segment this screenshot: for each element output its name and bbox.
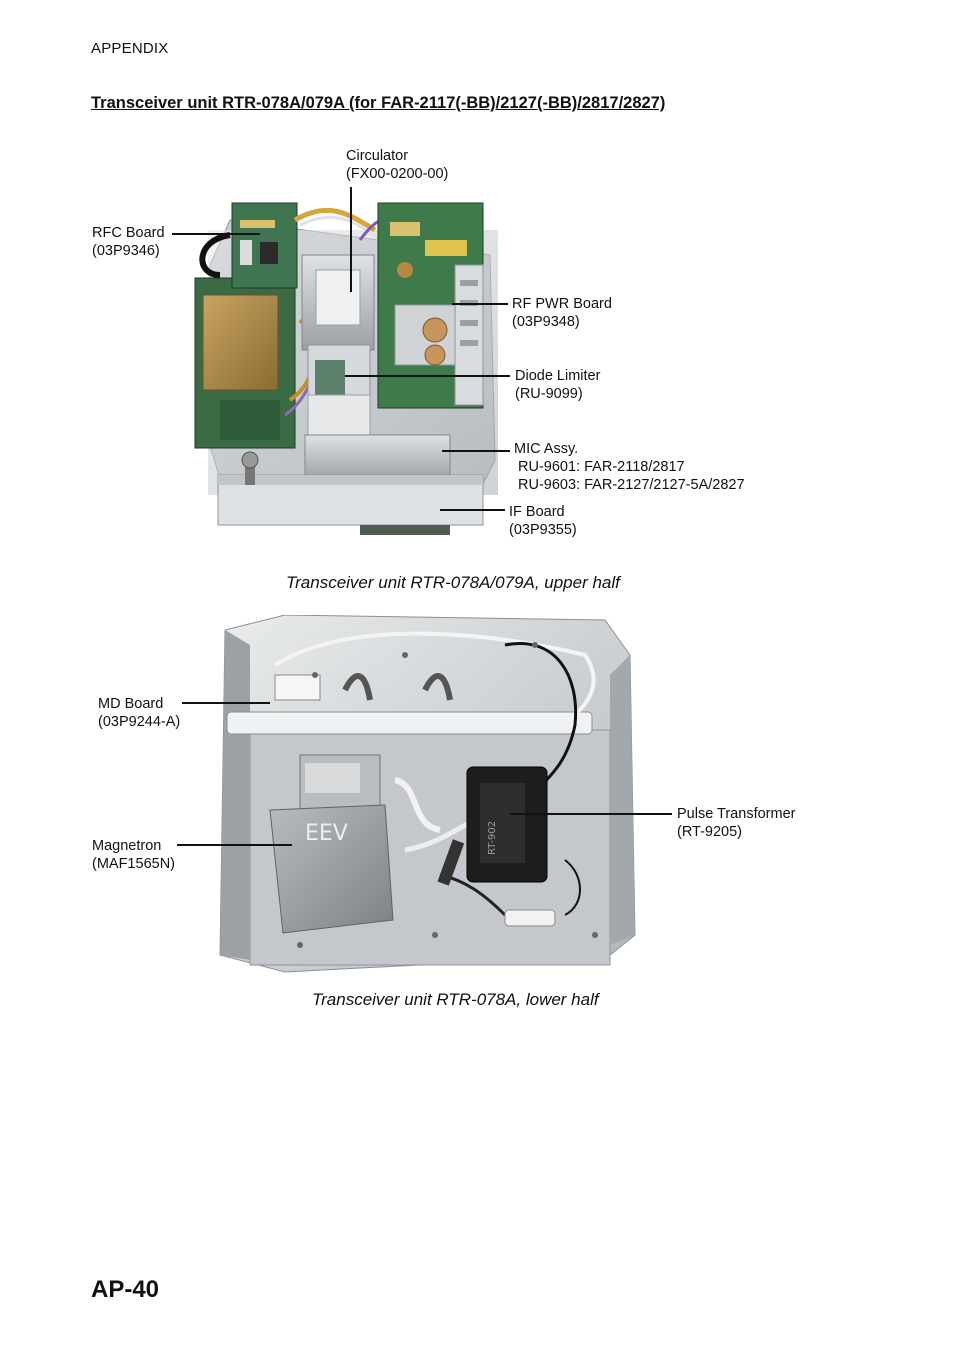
upper-caption: Transceiver unit RTR-078A/079A, upper ha… — [286, 573, 620, 592]
if-board-label: IF Board (03P9355) — [509, 504, 577, 538]
md-board-leader — [182, 702, 270, 704]
section-header: APPENDIX — [91, 40, 169, 57]
diode-limiter-label: Diode Limiter (RU-9099) — [515, 368, 601, 402]
rfc-board-leader — [172, 233, 260, 235]
circulator-label: Circulator (FX00-0200-00) — [346, 148, 449, 182]
pulse-transformer-leader — [510, 813, 672, 815]
page-title: Transceiver unit RTR-078A/079A (for FAR-… — [91, 94, 666, 112]
lower-half-photo: EEV RT-902 — [205, 615, 645, 975]
transformer-marking: RT-902 — [487, 821, 498, 855]
md-board-label: MD Board (03P9244-A) — [98, 696, 181, 730]
rf-pwr-board-leader — [452, 303, 508, 305]
page-number: AP-40 — [91, 1276, 160, 1303]
magnetron-leader — [177, 844, 292, 846]
mic-assy-leader — [442, 450, 510, 452]
if-board-leader — [440, 509, 505, 511]
magnetron-marking: EEV — [305, 821, 348, 846]
circulator-leader — [350, 187, 352, 292]
lower-caption: Transceiver unit RTR-078A, lower half — [312, 990, 599, 1009]
magnetron-label: Magnetron (MAF1565N) — [92, 838, 175, 872]
pulse-transformer-label: Pulse Transformer (RT-9205) — [677, 806, 796, 840]
rfc-board-label: RFC Board (03P9346) — [92, 225, 165, 259]
mic-assy-label: MIC Assy. RU-9601: FAR-2118/2817 RU-9603… — [514, 441, 745, 493]
rf-pwr-board-label: RF PWR Board (03P9348) — [512, 296, 612, 330]
diode-limiter-leader — [345, 375, 510, 377]
